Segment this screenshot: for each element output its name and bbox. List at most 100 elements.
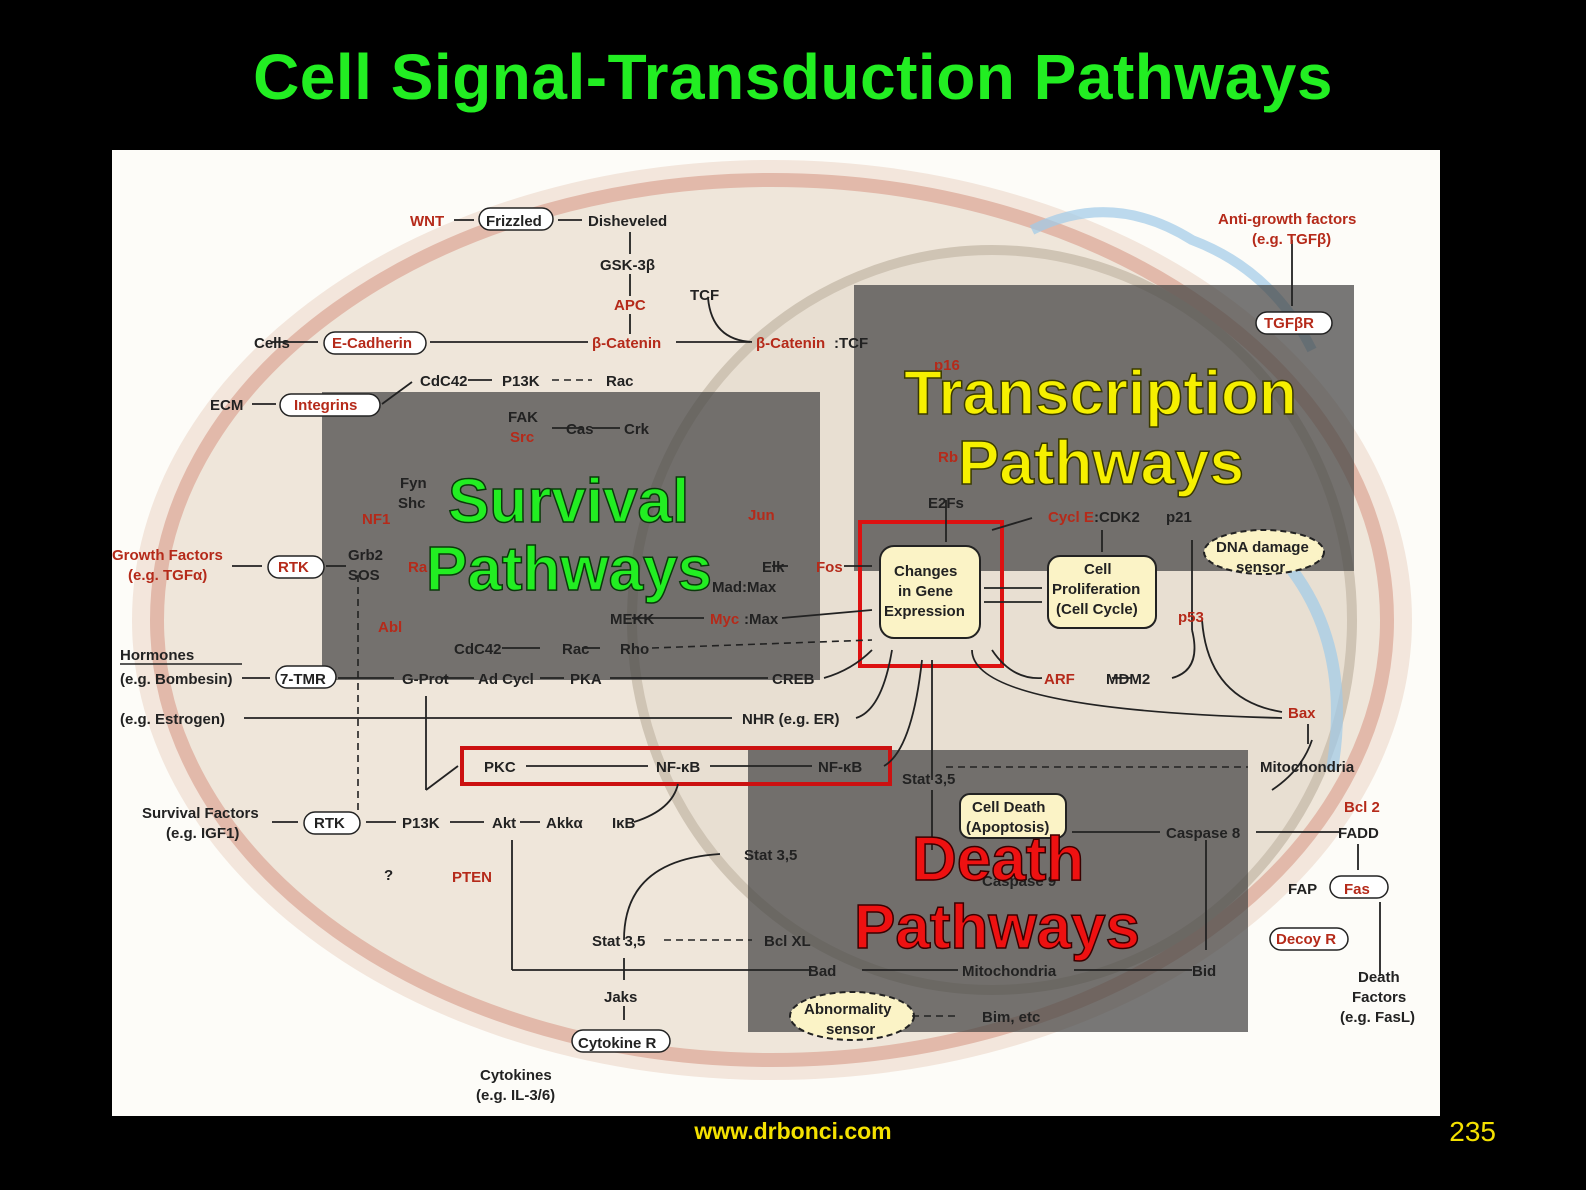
rtk-pill-1 <box>267 555 325 579</box>
label-disheveled: Disheveled <box>588 213 667 230</box>
label-tgfbr: TGFβR <box>1264 315 1314 332</box>
label-crk: Crk <box>624 421 650 438</box>
label-caspase8: Caspase 8 <box>1166 825 1240 842</box>
label-nfkb-1: NF-κB <box>656 759 700 776</box>
label-apc: APC <box>614 297 646 314</box>
label-stat35-a: Stat 3,5 <box>744 847 797 864</box>
label-src: Src <box>510 429 534 446</box>
label-ikb: IκB <box>612 815 636 832</box>
label-bad: Bad <box>808 963 836 980</box>
integrins-pill <box>279 393 381 417</box>
label-bombesin: (e.g. Bombesin) <box>120 671 233 688</box>
label-rho: Rho <box>620 641 649 658</box>
label-rac-top: Rac <box>606 373 634 390</box>
label-fas: Fas <box>1344 881 1370 898</box>
node-labels: WNT Frizzled Disheveled GSK-3β APC TCF C… <box>112 211 1415 1104</box>
frizzled-pill <box>478 207 554 231</box>
label-dna-2: sensor <box>1236 559 1285 576</box>
label-rtk-2: RTK <box>314 815 345 832</box>
label-rtk-1: RTK <box>278 559 309 576</box>
er-right <box>1287 566 1343 771</box>
label-cycle: Cycl E <box>1048 509 1094 526</box>
label-caspase9: Caspase 9 <box>982 873 1056 890</box>
label-gsk3b: GSK-3β <box>600 257 655 274</box>
label-dna-1: DNA damage <box>1216 539 1309 556</box>
label-mito-right: Mitochondria <box>1260 759 1355 776</box>
label-abnormality: Abnormality <box>804 1001 892 1018</box>
label-fadd: FADD <box>1338 825 1379 842</box>
label-fos: Fos <box>816 559 843 576</box>
label-growth-eg: (e.g. TGFα) <box>128 567 207 584</box>
cytokine-r-pill <box>571 1029 671 1053</box>
label-mekk: MEKK <box>610 611 654 628</box>
label-bclxl: Bcl XL <box>764 933 811 950</box>
label-hormones: Hormones <box>120 647 194 664</box>
label-bax: Bax <box>1288 705 1316 722</box>
diagram-svg: WNT Frizzled Disheveled GSK-3β APC TCF C… <box>112 160 1415 1104</box>
label-changes-2: in Gene <box>898 583 953 600</box>
slide-title: Cell Signal-Transduction Pathways <box>253 41 1333 113</box>
label-celldeath-2: (Apoptosis) <box>966 819 1049 836</box>
label-cytokines-eg: (e.g. IL-3/6) <box>476 1087 555 1104</box>
label-cytokine-r: Cytokine R <box>578 1035 657 1052</box>
label-shc: Shc <box>398 495 426 512</box>
label-gprot: G-Prot <box>402 671 449 688</box>
label-survival-factors: Survival Factors <box>142 805 259 822</box>
label-madmax: Mad:Max <box>712 579 777 596</box>
label-rac-mid: Rac <box>562 641 590 658</box>
label-nf1: NF1 <box>362 511 390 528</box>
label-celldeath-1: Cell Death <box>972 799 1045 816</box>
label-wnt: WNT <box>410 213 444 230</box>
label-fyn: Fyn <box>400 475 427 492</box>
dna-damage-sensor <box>1203 529 1325 575</box>
rtk-pill-2 <box>303 811 361 835</box>
label-p21: p21 <box>1166 509 1192 526</box>
label-abl: Abl <box>378 619 402 636</box>
label-grb2: Grb2 <box>348 547 383 564</box>
decoy-r-pill <box>1269 927 1349 951</box>
label-max: :Max <box>744 611 779 628</box>
label-cytokines: Cytokines <box>480 1067 552 1084</box>
transcription-title-line1: Transcription <box>904 359 1297 428</box>
label-growth-factors: Growth Factors <box>112 547 223 564</box>
label-jun: Jun <box>748 507 775 524</box>
cell-proliferation-box <box>1047 555 1157 629</box>
label-nhr: NHR (e.g. ER) <box>742 711 840 728</box>
label-bim: Bim, etc <box>982 1009 1040 1026</box>
label-tmr: 7-TMR <box>280 671 326 688</box>
label-elk: Elk <box>762 559 785 576</box>
footer-url[interactable]: www.drbonci.com <box>694 1118 892 1144</box>
label-decoy: Decoy R <box>1276 931 1336 948</box>
death-title-line2: Pathways <box>854 893 1140 962</box>
pathway-diagram: WNT Frizzled Disheveled GSK-3β APC TCF C… <box>112 150 1440 1116</box>
label-estrogen: (e.g. Estrogen) <box>120 711 225 728</box>
label-adcycl: Ad Cycl <box>478 671 534 688</box>
label-akka: Akkα <box>546 815 584 832</box>
label-rb: Rb <box>938 449 958 466</box>
label-mito-low: Mitochondria <box>962 963 1057 980</box>
label-integrins: Integrins <box>294 397 357 414</box>
label-bcatenin: β-Catenin <box>592 335 661 352</box>
label-pka: PKA <box>570 671 602 688</box>
pathway-arrows <box>232 219 1381 1020</box>
label-jaks: Jaks <box>604 989 637 1006</box>
label-changes-3: Expression <box>884 603 965 620</box>
label-sos: SOS <box>348 567 380 584</box>
label-p13k-top: P13K <box>502 373 540 390</box>
label-ecm: ECM <box>210 397 243 414</box>
label-cdk2: :CDK2 <box>1094 509 1140 526</box>
page-number: 235 <box>1449 1116 1496 1147</box>
death-title-line1: Death <box>912 825 1084 894</box>
label-death-factors-2: Factors <box>1352 989 1406 1006</box>
label-fap: FAP <box>1288 881 1317 898</box>
label-bcatenin-tcf: β-Catenin <box>756 335 825 352</box>
label-p53: p53 <box>1178 609 1204 626</box>
survival-overlay-box <box>322 392 820 680</box>
ecadherin-pill <box>323 331 427 355</box>
label-stat35-c: Stat 3,5 <box>592 933 645 950</box>
survival-title-line1: Survival <box>448 467 689 536</box>
label-antigrowth: Anti-growth factors <box>1218 211 1356 228</box>
label-survival-eg: (e.g. IGF1) <box>166 825 239 842</box>
label-p13k-low: P13K <box>402 815 440 832</box>
label-pkc: PKC <box>484 759 516 776</box>
